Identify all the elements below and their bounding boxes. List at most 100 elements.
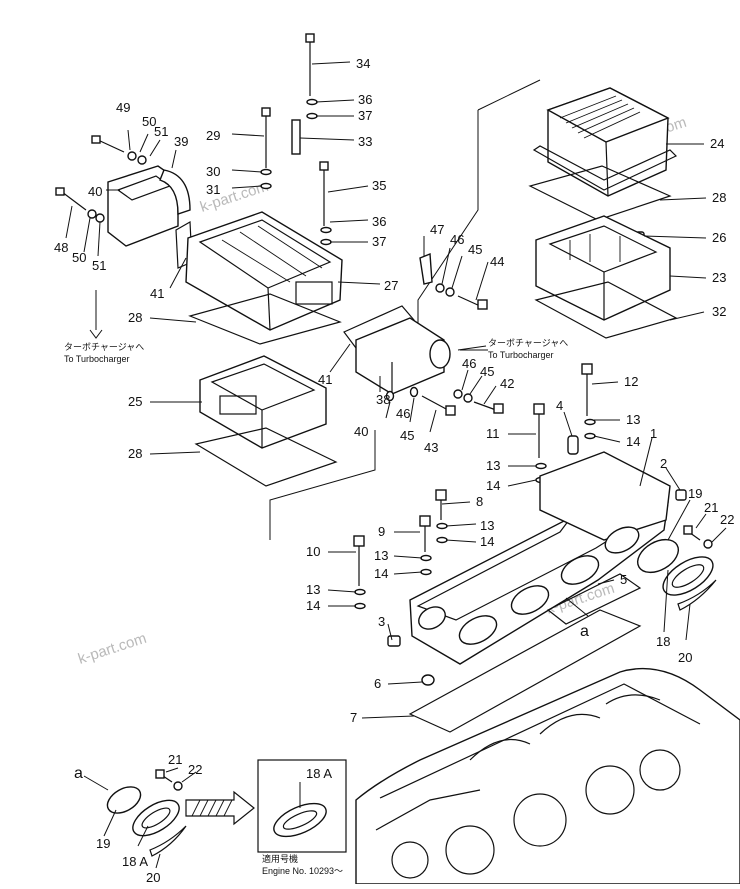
label-14-8: 14 [480,534,494,549]
label-37-upper: 37 [358,108,372,123]
label-46-right: 46 [462,356,476,371]
label-50-upper: 50 [142,114,156,129]
label-11: 11 [486,426,500,441]
connector-38 [355,317,451,395]
label-38: 38 [376,392,390,407]
gasket-20 [677,579,717,611]
label-13-11: 13 [486,458,500,473]
label-44: 44 [490,254,504,269]
intake-manifold-1 [409,451,671,665]
label-23: 23 [712,270,726,285]
elbow-18A-variant [273,802,327,838]
label-6: 6 [374,676,381,691]
label-51-upper: 51 [154,124,168,139]
gasket-28-lower [194,427,338,487]
label-51-lower: 51 [92,258,106,273]
washer-45-upper [445,287,455,297]
washer-14-8 [436,536,448,544]
label-35: 35 [372,178,386,193]
washer-51 [137,155,147,165]
bolt-21 [683,525,701,541]
label-45-upper: 45 [468,242,482,257]
gasket-20-inset [149,825,187,857]
label-4: 4 [556,398,563,413]
label-49: 49 [116,100,130,115]
label-41-right: 41 [318,372,332,387]
plug-4 [567,435,579,455]
label-33: 33 [358,134,372,149]
label-48: 48 [54,240,68,255]
washer-36-lower [320,226,332,234]
plug-6 [421,674,435,686]
washer-13-8 [436,522,448,530]
label-24: 24 [710,136,724,151]
label-19: 19 [688,486,702,501]
part-labels: 34 36 37 33 29 30 31 35 36 37 27 49 50 5… [54,56,734,885]
turbo-note-right-jp: ターボチャージャへ [488,338,568,348]
engine-note-en: Engine No. 10293～ [262,866,343,876]
elbow-18A-inset [132,799,180,837]
bolt-9 [419,515,431,552]
label-8: 8 [476,494,483,509]
o-ring-19-inset [106,786,142,814]
washer-31 [260,182,272,190]
label-42: 42 [500,376,514,391]
label-30: 30 [206,164,220,179]
label-14-11: 14 [486,478,500,493]
label-37-lower: 37 [372,234,386,249]
label-31: 31 [206,182,220,197]
o-ring-19 [637,538,679,574]
washer-14-9 [420,568,432,576]
bolt-34 [305,33,315,96]
label-45-lower: 45 [400,428,414,443]
label-45-right: 45 [480,364,494,379]
bolt-35 [319,161,329,226]
label-32: 32 [712,304,726,319]
bolt-48 [55,187,87,211]
bolt-44 [457,295,488,310]
label-14-12: 14 [626,434,640,449]
plug-2 [675,489,687,501]
label-43: 43 [424,440,438,455]
engine-note: 適用号機 Engine No. 10293～ [262,853,343,876]
bolt-12 [581,363,593,416]
label-22: 22 [720,512,734,527]
washer-50 [127,151,137,161]
label-18A-variant: 18 A [306,766,332,781]
gasket-5 [546,573,642,625]
label-40-lower: 40 [354,424,368,439]
bolt-8 [435,489,447,520]
label-12: 12 [624,374,638,389]
label-26: 26 [712,230,726,245]
washer-13-9 [420,554,432,562]
label-7: 7 [350,710,357,725]
elbow-18 [662,556,714,596]
label-10: 10 [306,544,320,559]
bolt-29 [261,107,271,168]
washer-22-inset [173,781,183,791]
label-40-upper: 40 [88,184,102,199]
label-47: 47 [430,222,444,237]
washer-50-lower [87,209,97,219]
label-21-inset: 21 [168,752,182,767]
washer-40-mid [385,390,395,402]
label-36-upper: 36 [358,92,372,107]
label-27: 27 [384,278,398,293]
label-34: 34 [356,56,370,71]
washer-45-lower [463,393,473,403]
washer-13-12 [584,418,596,426]
turbo-note-left-en: To Turbocharger [64,354,130,364]
turbo-note-right: ターボチャージャへ To Turbocharger [488,338,568,360]
gasket-7 [408,609,642,733]
intake-duct-39 [107,165,191,247]
bolt-21-inset [155,769,173,783]
stud-33 [291,119,301,155]
turbo-note-left-jp: ターボチャージャへ [64,342,144,352]
label-5: 5 [620,572,627,587]
label-29: 29 [206,128,220,143]
change-arrow [185,790,255,826]
label-1: 1 [650,426,657,441]
washer-13-10 [354,588,366,596]
bolt-43 [421,395,456,416]
